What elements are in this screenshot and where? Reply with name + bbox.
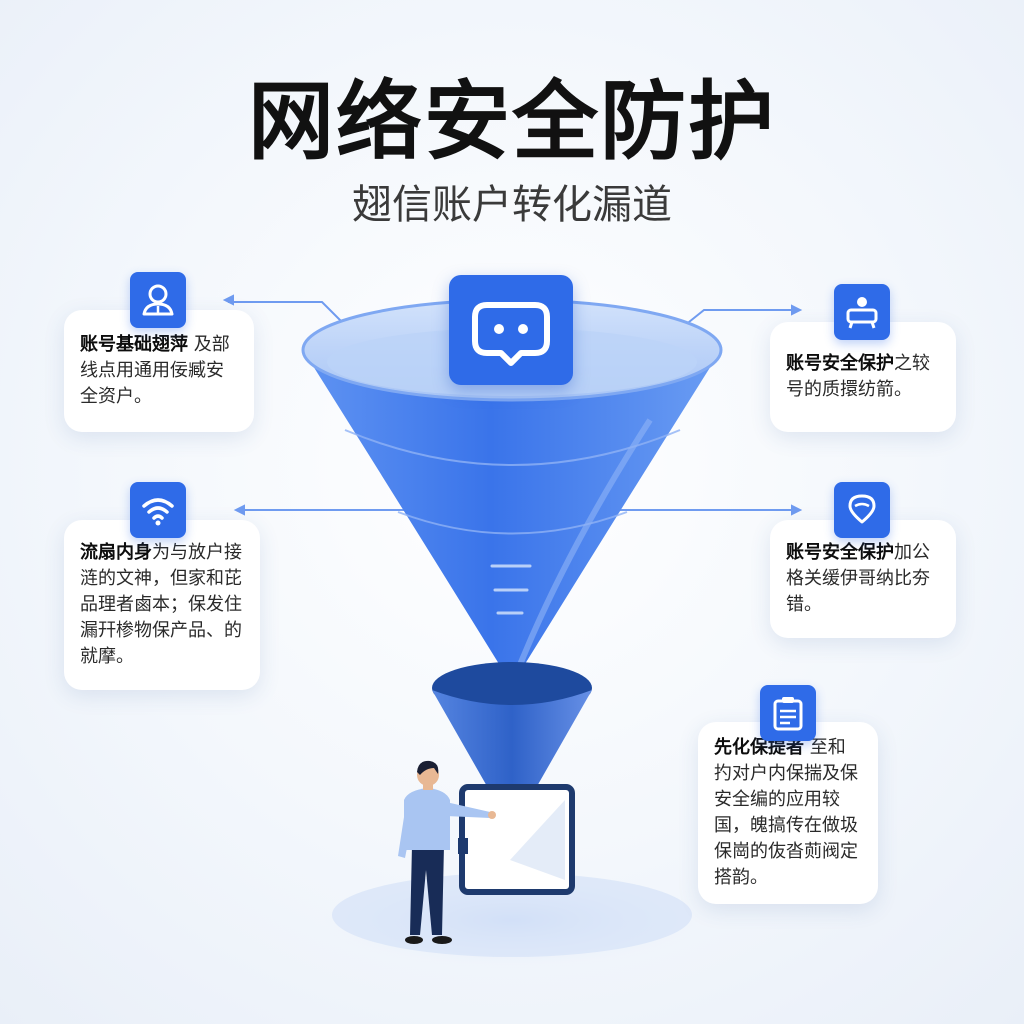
funnel-band xyxy=(397,511,628,535)
lower-cone xyxy=(432,690,592,830)
card-heading: 账号安全保护 xyxy=(786,353,894,374)
info-card-traffic: 流扇内身为与放户接涟的文神，但家和芘品理者鹵本；保发住漏幵椮物保产品、的就摩。 xyxy=(64,520,260,690)
funnel-band xyxy=(344,429,681,466)
chat-bubble-icon xyxy=(449,275,573,385)
info-card-account-security-1: 账号安全保护之较号的质擐纺箭。 xyxy=(770,322,956,432)
card-heading: 流扇内身 xyxy=(80,542,152,563)
card-text: 加公格关缓伊哥纳比夯错。 xyxy=(786,542,930,615)
card-text: 为与放户接涟的文神，但家和芘品理者鹵本；保发住漏幵椮物保产品、的就摩。 xyxy=(80,542,242,667)
clipboard-list-icon xyxy=(760,685,816,741)
wifi-icon xyxy=(130,482,186,538)
card-heading: 账号基础翅萍 xyxy=(80,334,188,355)
funnel-body xyxy=(303,350,721,685)
desk-icon xyxy=(834,284,890,340)
lower-cone-top xyxy=(432,662,592,714)
funnel-dashes xyxy=(490,564,532,615)
display-board xyxy=(458,784,575,895)
card-text: 至和扚对户内保揣及保安全编的应用较国，魄搞传在做圾保崗的伖沓荝阀定搭韵。 xyxy=(714,737,858,888)
page-subtitle: 翅信账户转化漏道 xyxy=(352,182,672,228)
info-card-account-security-2: 账号安全保护加公格关缓伊哥纳比夯错。 xyxy=(770,520,956,638)
connector-lines xyxy=(222,294,803,516)
card-heading: 账号安全保护 xyxy=(786,542,894,563)
info-card-priority-protection: 先化保提者 至和扚对户内保揣及保安全编的应用较国，魄搞传在做圾保崗的伖沓荝阀定搭… xyxy=(698,722,878,904)
presenter-person xyxy=(398,760,496,944)
page-title: 网络安全防护 xyxy=(248,72,776,172)
card-heading: 先化保提者 xyxy=(714,737,804,758)
location-pin-icon xyxy=(834,482,890,538)
card-text: 之较号的质擐纺箭。 xyxy=(786,353,930,400)
user-profile-icon xyxy=(130,272,186,328)
card-text: 及部线点用通用佞臧安全资户。 xyxy=(80,334,230,407)
info-card-account-basics: 账号基础翅萍 及部线点用通用佞臧安全资户。 xyxy=(64,310,254,432)
